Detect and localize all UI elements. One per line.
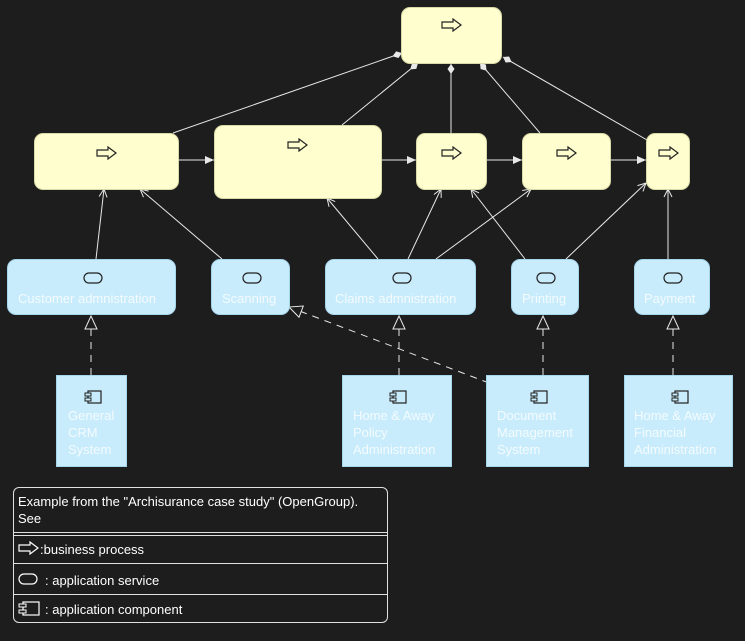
- service-payment[interactable]: Payment: [634, 259, 710, 315]
- application-component-icon: [18, 601, 40, 616]
- edge-custadmin-to-capture: [95, 189, 104, 260]
- legend-label: : application service: [45, 573, 160, 588]
- edge-claims-to-validate: [407, 189, 441, 260]
- process-label: Investigate: [531, 165, 594, 180]
- component-label: Home & Away Financial Administration: [634, 408, 717, 457]
- business-process-icon: [441, 18, 462, 32]
- application-service-icon: [392, 272, 412, 284]
- process-label: Pay: [657, 165, 680, 180]
- application-service-icon: [83, 272, 103, 284]
- process-handle-claim[interactable]: Handle Claim: [401, 7, 502, 64]
- edge-investigate-to-handle: [479, 62, 541, 134]
- business-process-icon: [658, 146, 679, 160]
- process-pay[interactable]: Pay: [646, 133, 690, 190]
- component-label: Document Management System: [497, 408, 573, 457]
- legend-divider: [14, 594, 387, 595]
- process-notify-stakeholders[interactable]: Notify Additional Stakeholders: [214, 125, 382, 199]
- edge-pay-to-handle: [502, 56, 648, 141]
- legend-title: Example from the "Archisurance case stud…: [18, 494, 359, 526]
- legend-divider: [14, 535, 387, 536]
- service-label: Printing: [522, 291, 567, 306]
- edge-notify-to-handle: [341, 62, 419, 126]
- service-label: Claims admnistration: [335, 291, 457, 306]
- service-label: Scanning: [222, 291, 277, 306]
- application-component-icon: [671, 390, 689, 404]
- edge-printing-to-pay: [565, 183, 646, 260]
- application-service-icon: [663, 272, 683, 284]
- edge-claims-to-notify: [327, 198, 379, 260]
- service-label: Customer admnistration: [18, 291, 156, 306]
- service-claims-administration[interactable]: Claims admnistration: [325, 259, 476, 315]
- legend-label: : application component: [45, 602, 183, 617]
- service-label: Payment: [644, 291, 696, 306]
- process-validate[interactable]: Validate: [416, 133, 487, 190]
- process-label: Notify Additional Stakeholders: [223, 157, 360, 189]
- application-component-icon: [530, 390, 548, 404]
- component-home-away-policy[interactable]: Home & Away Policy Administration: [342, 375, 452, 467]
- legend-divider: [14, 563, 387, 564]
- application-service-icon: [242, 272, 262, 284]
- edge-capture-to-handle: [172, 51, 403, 134]
- component-document-management[interactable]: Document Management System: [486, 375, 589, 467]
- composition-edges: [172, 51, 648, 141]
- component-label: Home & Away Policy Administration: [353, 408, 436, 457]
- edge-printing-to-validate: [471, 189, 526, 260]
- service-customer-administration[interactable]: Customer admnistration: [7, 259, 176, 315]
- edge-scanning-to-capture: [140, 189, 223, 260]
- application-service-icon: [536, 272, 556, 284]
- business-process-icon: [556, 146, 577, 160]
- component-general-crm[interactable]: General CRM System: [56, 375, 127, 467]
- service-scanning[interactable]: Scanning: [211, 259, 290, 315]
- edge-claims-to-investigate: [435, 189, 531, 260]
- component-label: General CRM System: [68, 408, 115, 457]
- business-process-icon: [441, 146, 462, 160]
- edge-docmgmt-to-scanning: [287, 305, 490, 384]
- process-label: Capture Information: [41, 165, 156, 180]
- realization-edges: [84, 305, 680, 384]
- business-process-icon: [96, 146, 117, 160]
- application-component-icon: [389, 390, 407, 404]
- business-process-icon: [287, 138, 308, 152]
- process-investigate[interactable]: Investigate: [522, 133, 611, 190]
- business-process-icon: [18, 541, 39, 555]
- serving-edges: [95, 183, 668, 260]
- process-capture-information[interactable]: Capture Information: [34, 133, 179, 190]
- process-label: Handle Claim: [411, 39, 490, 54]
- application-component-icon: [84, 390, 102, 404]
- component-home-away-financial[interactable]: Home & Away Financial Administration: [624, 375, 733, 467]
- service-printing[interactable]: Printing: [511, 259, 579, 315]
- process-label: Validate: [426, 165, 473, 180]
- legend: Example from the "Archisurance case stud…: [13, 487, 388, 623]
- legend-divider: [14, 532, 387, 533]
- application-service-icon: [18, 573, 38, 585]
- legend-label: :business process: [40, 542, 145, 557]
